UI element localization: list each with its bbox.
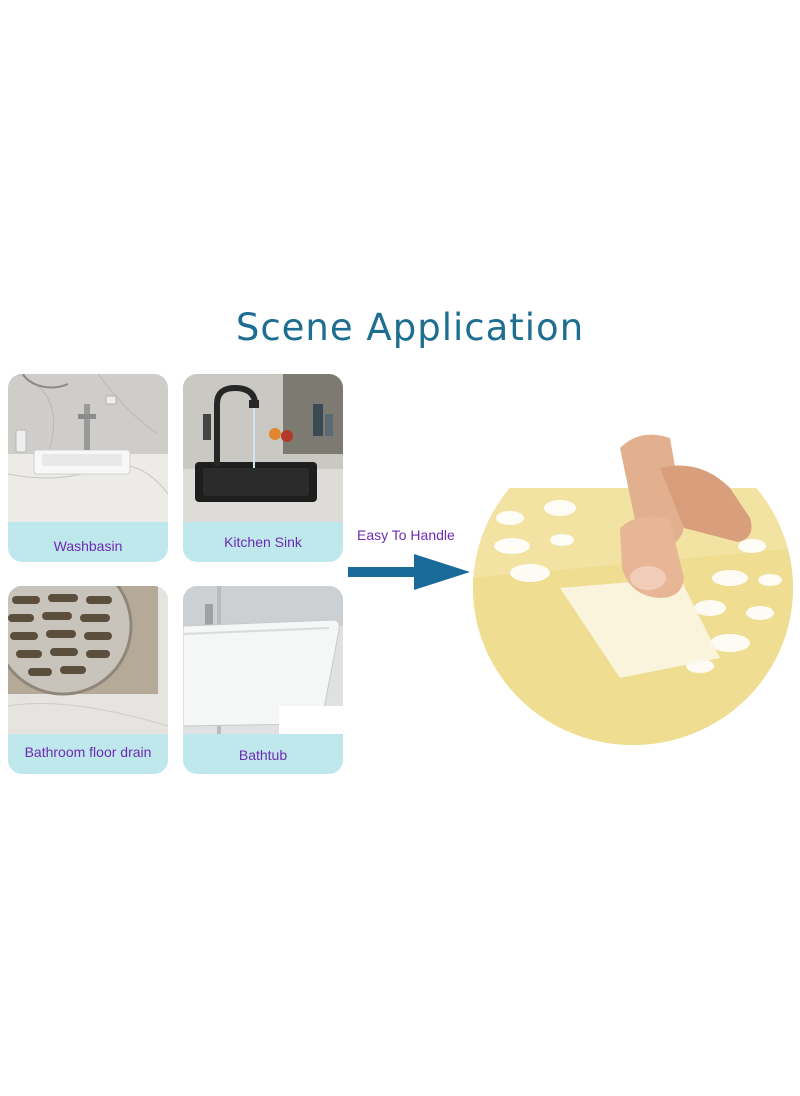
- scene-label: Bathtub: [238, 747, 288, 763]
- washbasin-photo: [8, 374, 168, 522]
- bathtub-photo: [183, 586, 343, 734]
- arrow-caption: Easy To Handle: [357, 527, 455, 543]
- scene-label: Bathroom floor drain: [24, 744, 152, 760]
- scene-card-washbasin: Washbasin: [8, 374, 168, 562]
- scene-card-kitchen-sink: Kitchen Sink: [183, 374, 343, 562]
- scene-label: Washbasin: [53, 538, 123, 554]
- scene-label: Kitchen Sink: [224, 534, 302, 550]
- scene-card-floor-drain: Bathroom floor drain: [8, 586, 168, 774]
- kitchen-sink-photo: [183, 374, 343, 522]
- page-title: Scene Application: [235, 306, 585, 349]
- arrow-right-icon: [348, 554, 470, 590]
- floor-drain-photo: [8, 586, 168, 734]
- peeling-sticker-photo: [473, 431, 793, 745]
- scene-card-bathtub: Bathtub: [183, 586, 343, 774]
